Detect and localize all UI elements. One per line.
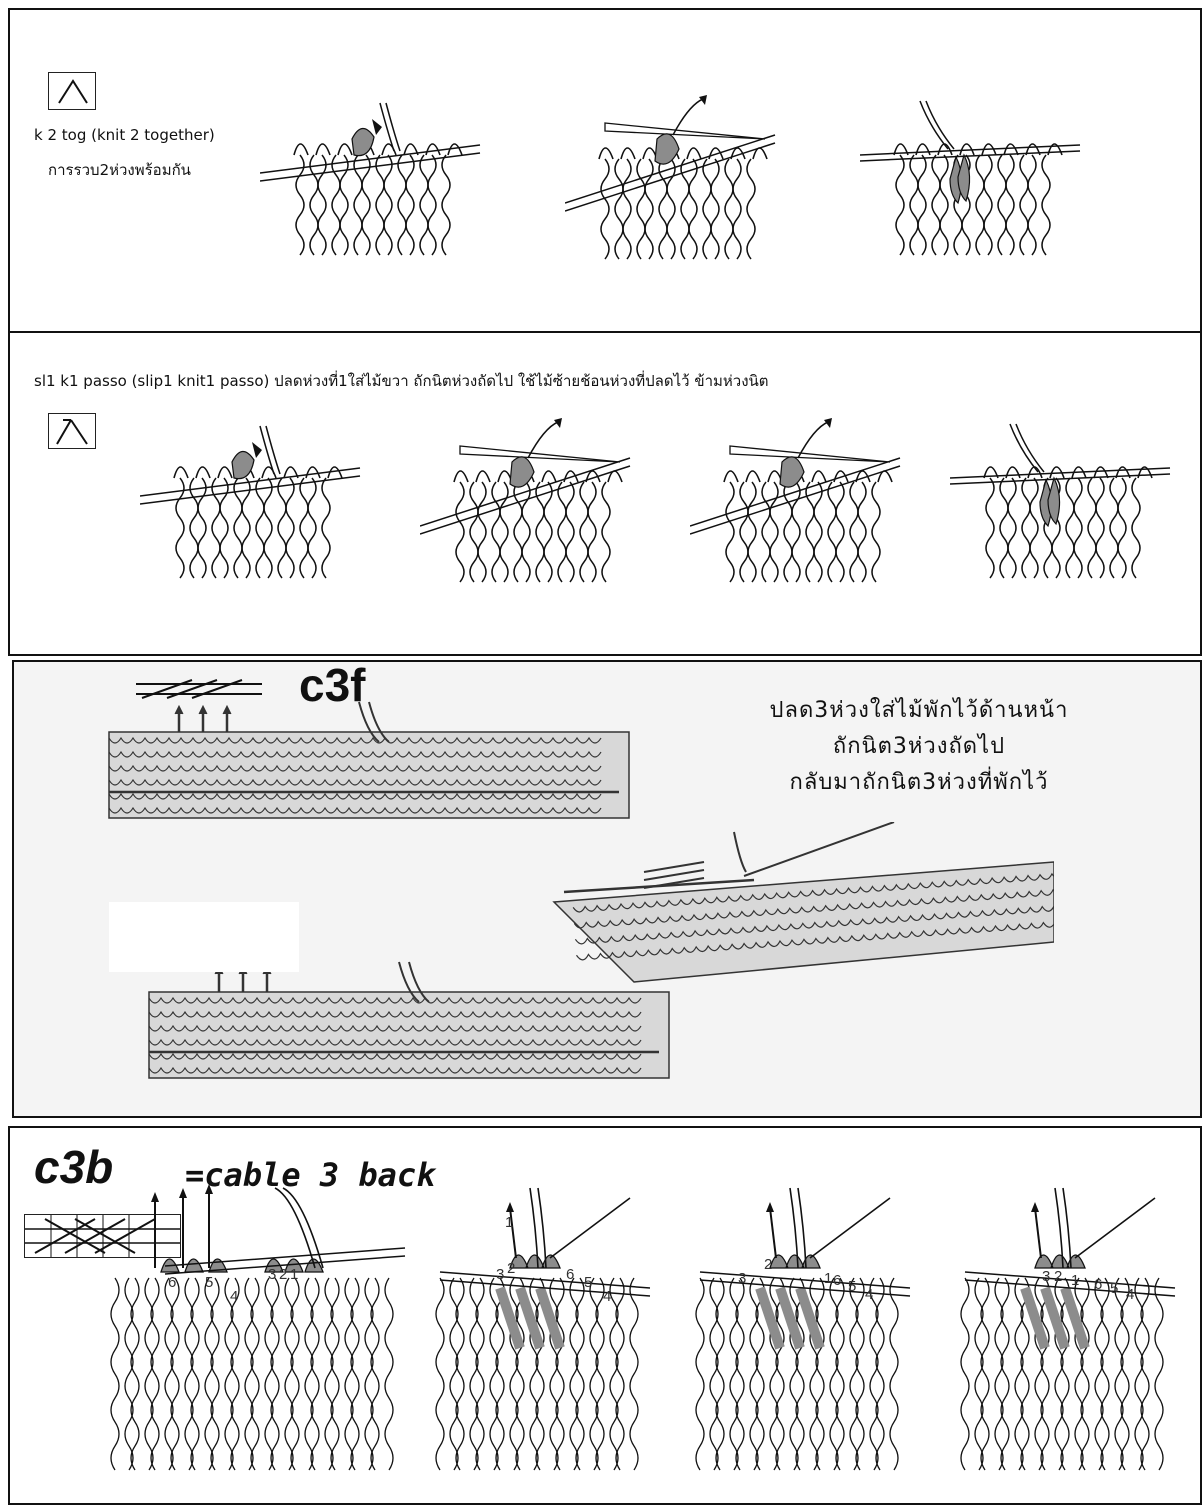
step2-num-4: 4 <box>603 1288 611 1305</box>
c3f-panel: c3f ปลด3ห่วงใส่ไม้พักไว้ด้านหน้า ถักนิต3… <box>12 660 1202 1118</box>
skp-panel: sl1 k1 passo (slip1 knit1 passo) ปลดห่วง… <box>8 331 1202 656</box>
k2tog-step-1-illustration <box>260 95 500 275</box>
step1-num-2: 2 <box>279 1266 287 1283</box>
skp-symbol-icon <box>48 413 96 449</box>
step4-num-1: 1 <box>1071 1272 1079 1289</box>
skp-label: sl1 k1 passo (slip1 knit1 passo) ปลดห่วง… <box>34 369 769 393</box>
step4-num-3: 3 <box>1042 1268 1050 1285</box>
c3b-step-2-illustration <box>430 1168 660 1498</box>
skp-step-4-illustration <box>950 418 1190 608</box>
c3f-line-3: กลับมาถักนิต3ห่วงที่พักไว้ <box>659 764 1179 799</box>
c3b-step-4-illustration <box>955 1168 1185 1498</box>
step2-num-3: 3 <box>496 1266 504 1283</box>
c3f-line-1: ปลด3ห่วงใส่ไม้พักไว้ด้านหน้า <box>659 692 1179 727</box>
skp-step-2-illustration <box>420 418 660 608</box>
step1-num-3: 3 <box>268 1266 276 1283</box>
k2tog-label-th: การรวบ2ห่วงพร้อมกัน <box>48 158 191 182</box>
k2tog-symbol-icon <box>48 72 96 110</box>
step1-num-4: 4 <box>230 1288 238 1305</box>
c3b-panel: c3b =cable 3 back 6 5 4 3 2 1 1 3 2 6 5 … <box>8 1126 1202 1505</box>
step1-num-5: 5 <box>205 1274 213 1291</box>
step2-num-6: 6 <box>566 1266 574 1283</box>
step2-num-1: 1 <box>505 1214 513 1231</box>
c3b-step-1-illustration <box>105 1168 415 1498</box>
step3-num-5: 5 <box>848 1278 856 1295</box>
k2tog-panel: k 2 tog (knit 2 together) การรวบ2ห่วงพร้… <box>8 8 1202 333</box>
c3f-step-3-illustration <box>139 952 739 1102</box>
step2-num-5: 5 <box>584 1274 592 1291</box>
skp-step-3-illustration <box>690 418 930 608</box>
step3-num-2: 2 <box>764 1256 772 1273</box>
step3-num-6: 6 <box>833 1272 841 1289</box>
step4-num-4: 4 <box>1126 1286 1134 1303</box>
c3f-line-2: ถักนิต3ห่วงถัดไป <box>659 728 1179 763</box>
step1-num-1: 1 <box>290 1266 298 1283</box>
k2tog-step-3-illustration <box>860 95 1100 275</box>
step3-num-3: 3 <box>738 1270 746 1287</box>
step4-num-2: 2 <box>1054 1268 1062 1285</box>
blank-area <box>109 902 299 972</box>
step4-num-6: 6 <box>1094 1276 1102 1293</box>
step2-num-2: 2 <box>507 1260 515 1277</box>
step3-num-1: 1 <box>824 1270 832 1287</box>
k2tog-label-en: k 2 tog (knit 2 together) <box>34 126 215 144</box>
k2tog-step-2-illustration <box>565 95 805 275</box>
c3b-step-3-illustration <box>690 1168 930 1498</box>
c3b-title: c3b <box>34 1140 113 1194</box>
step4-num-5: 5 <box>1110 1280 1118 1297</box>
step3-num-4: 4 <box>865 1286 873 1303</box>
step1-num-6: 6 <box>168 1274 176 1291</box>
skp-step-1-illustration <box>140 418 380 608</box>
c3f-step-1-illustration <box>99 692 659 832</box>
